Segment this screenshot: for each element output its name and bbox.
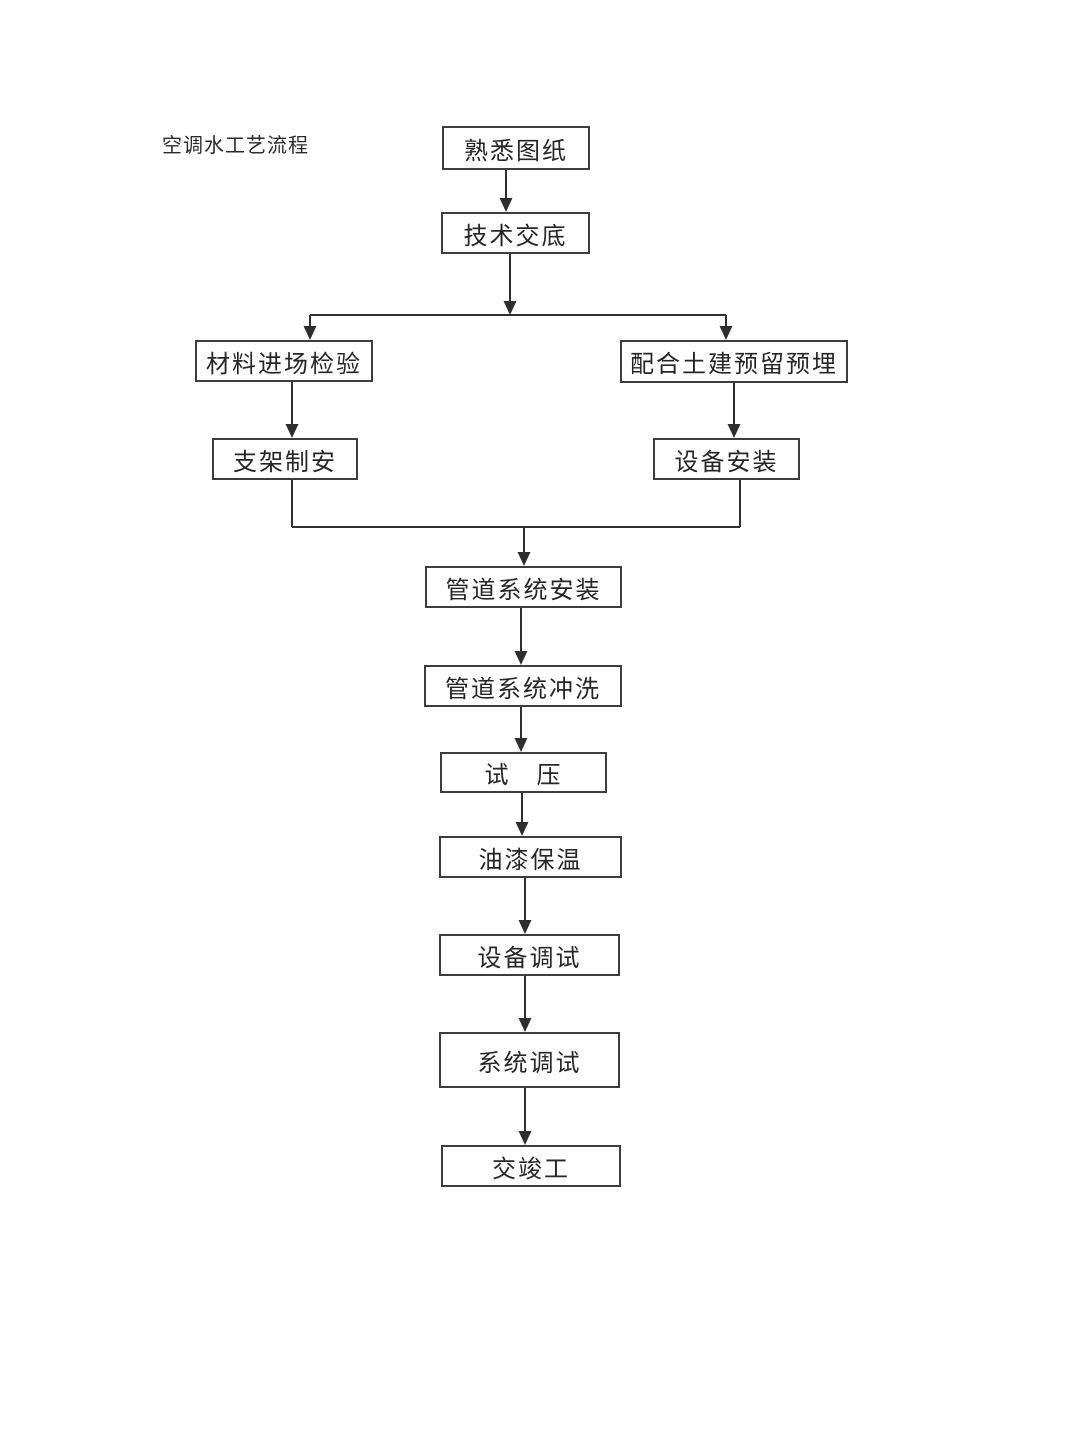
node-label: 设备安装	[674, 449, 779, 476]
node-label: 交竣工	[492, 1156, 570, 1183]
node-label: 油漆保温	[478, 847, 583, 874]
node-bracket-fabrication-install: 支架制安	[212, 438, 358, 480]
node-label: 配合土建预留预埋	[630, 352, 838, 378]
node-label: 材料进场检验	[206, 351, 362, 378]
node-technical-disclosure: 技术交底	[441, 212, 590, 254]
node-handover-completion: 交竣工	[441, 1145, 621, 1187]
node-label: 支架制安	[233, 449, 337, 476]
node-label: 熟悉图纸	[464, 138, 568, 165]
node-label: 技术交底	[463, 223, 568, 250]
node-equipment-installation: 设备安装	[653, 438, 800, 480]
diagram-title: 空调水工艺流程	[162, 135, 309, 157]
node-pipe-system-flushing: 管道系统冲洗	[424, 665, 622, 707]
node-material-entry-inspection: 材料进场检验	[195, 340, 373, 382]
node-label: 管道系统安装	[445, 577, 602, 604]
node-paint-insulation: 油漆保温	[439, 836, 622, 878]
node-civil-reserved-embedment: 配合土建预留预埋	[620, 340, 848, 383]
node-label: 设备调试	[477, 945, 582, 972]
node-equipment-commissioning: 设备调试	[439, 934, 620, 976]
node-label: 管道系统冲洗	[445, 676, 601, 703]
node-label: 试 压	[484, 763, 563, 789]
node-system-commissioning: 系统调试	[439, 1032, 620, 1088]
node-pressure-test: 试 压	[440, 752, 607, 793]
node-pipe-system-installation: 管道系统安装	[425, 566, 622, 608]
node-review-drawings: 熟悉图纸	[442, 126, 590, 170]
node-label: 系统调试	[477, 1050, 582, 1077]
